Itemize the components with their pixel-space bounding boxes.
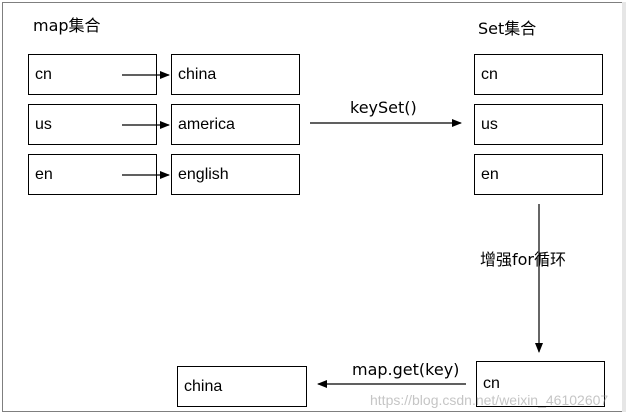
map-value-text: america xyxy=(178,115,235,133)
iter-key-box: cn xyxy=(476,361,605,407)
set-item-text: us xyxy=(481,115,498,133)
enhanced-for-label: 增强for循环 xyxy=(480,250,567,269)
map-value-box: china xyxy=(171,54,300,95)
watermark: https://blog.csdn.net/weixin_46102607 xyxy=(370,392,609,408)
map-title: map集合 xyxy=(33,16,101,35)
map-key-text: en xyxy=(35,165,53,183)
scrollbar[interactable] xyxy=(622,2,626,412)
map-value-text: english xyxy=(178,165,229,183)
map-get-label: map.get(key) xyxy=(352,360,460,379)
set-item-box: en xyxy=(474,154,603,195)
set-item-box: us xyxy=(474,104,603,145)
result-value-box: china xyxy=(177,366,307,407)
map-key-box: cn xyxy=(28,54,157,95)
set-item-box: cn xyxy=(474,54,603,95)
map-value-text: china xyxy=(178,65,217,83)
map-key-text: us xyxy=(35,115,52,133)
map-key-text: cn xyxy=(35,65,52,83)
set-item-text: en xyxy=(481,165,499,183)
keyset-label: keySet() xyxy=(350,98,417,117)
set-item-text: cn xyxy=(481,65,498,83)
map-value-box: america xyxy=(171,104,300,145)
result-value-text: china xyxy=(184,377,223,395)
set-title: Set集合 xyxy=(478,19,537,38)
iter-key-text: cn xyxy=(483,375,500,392)
map-value-box: english xyxy=(171,154,300,195)
